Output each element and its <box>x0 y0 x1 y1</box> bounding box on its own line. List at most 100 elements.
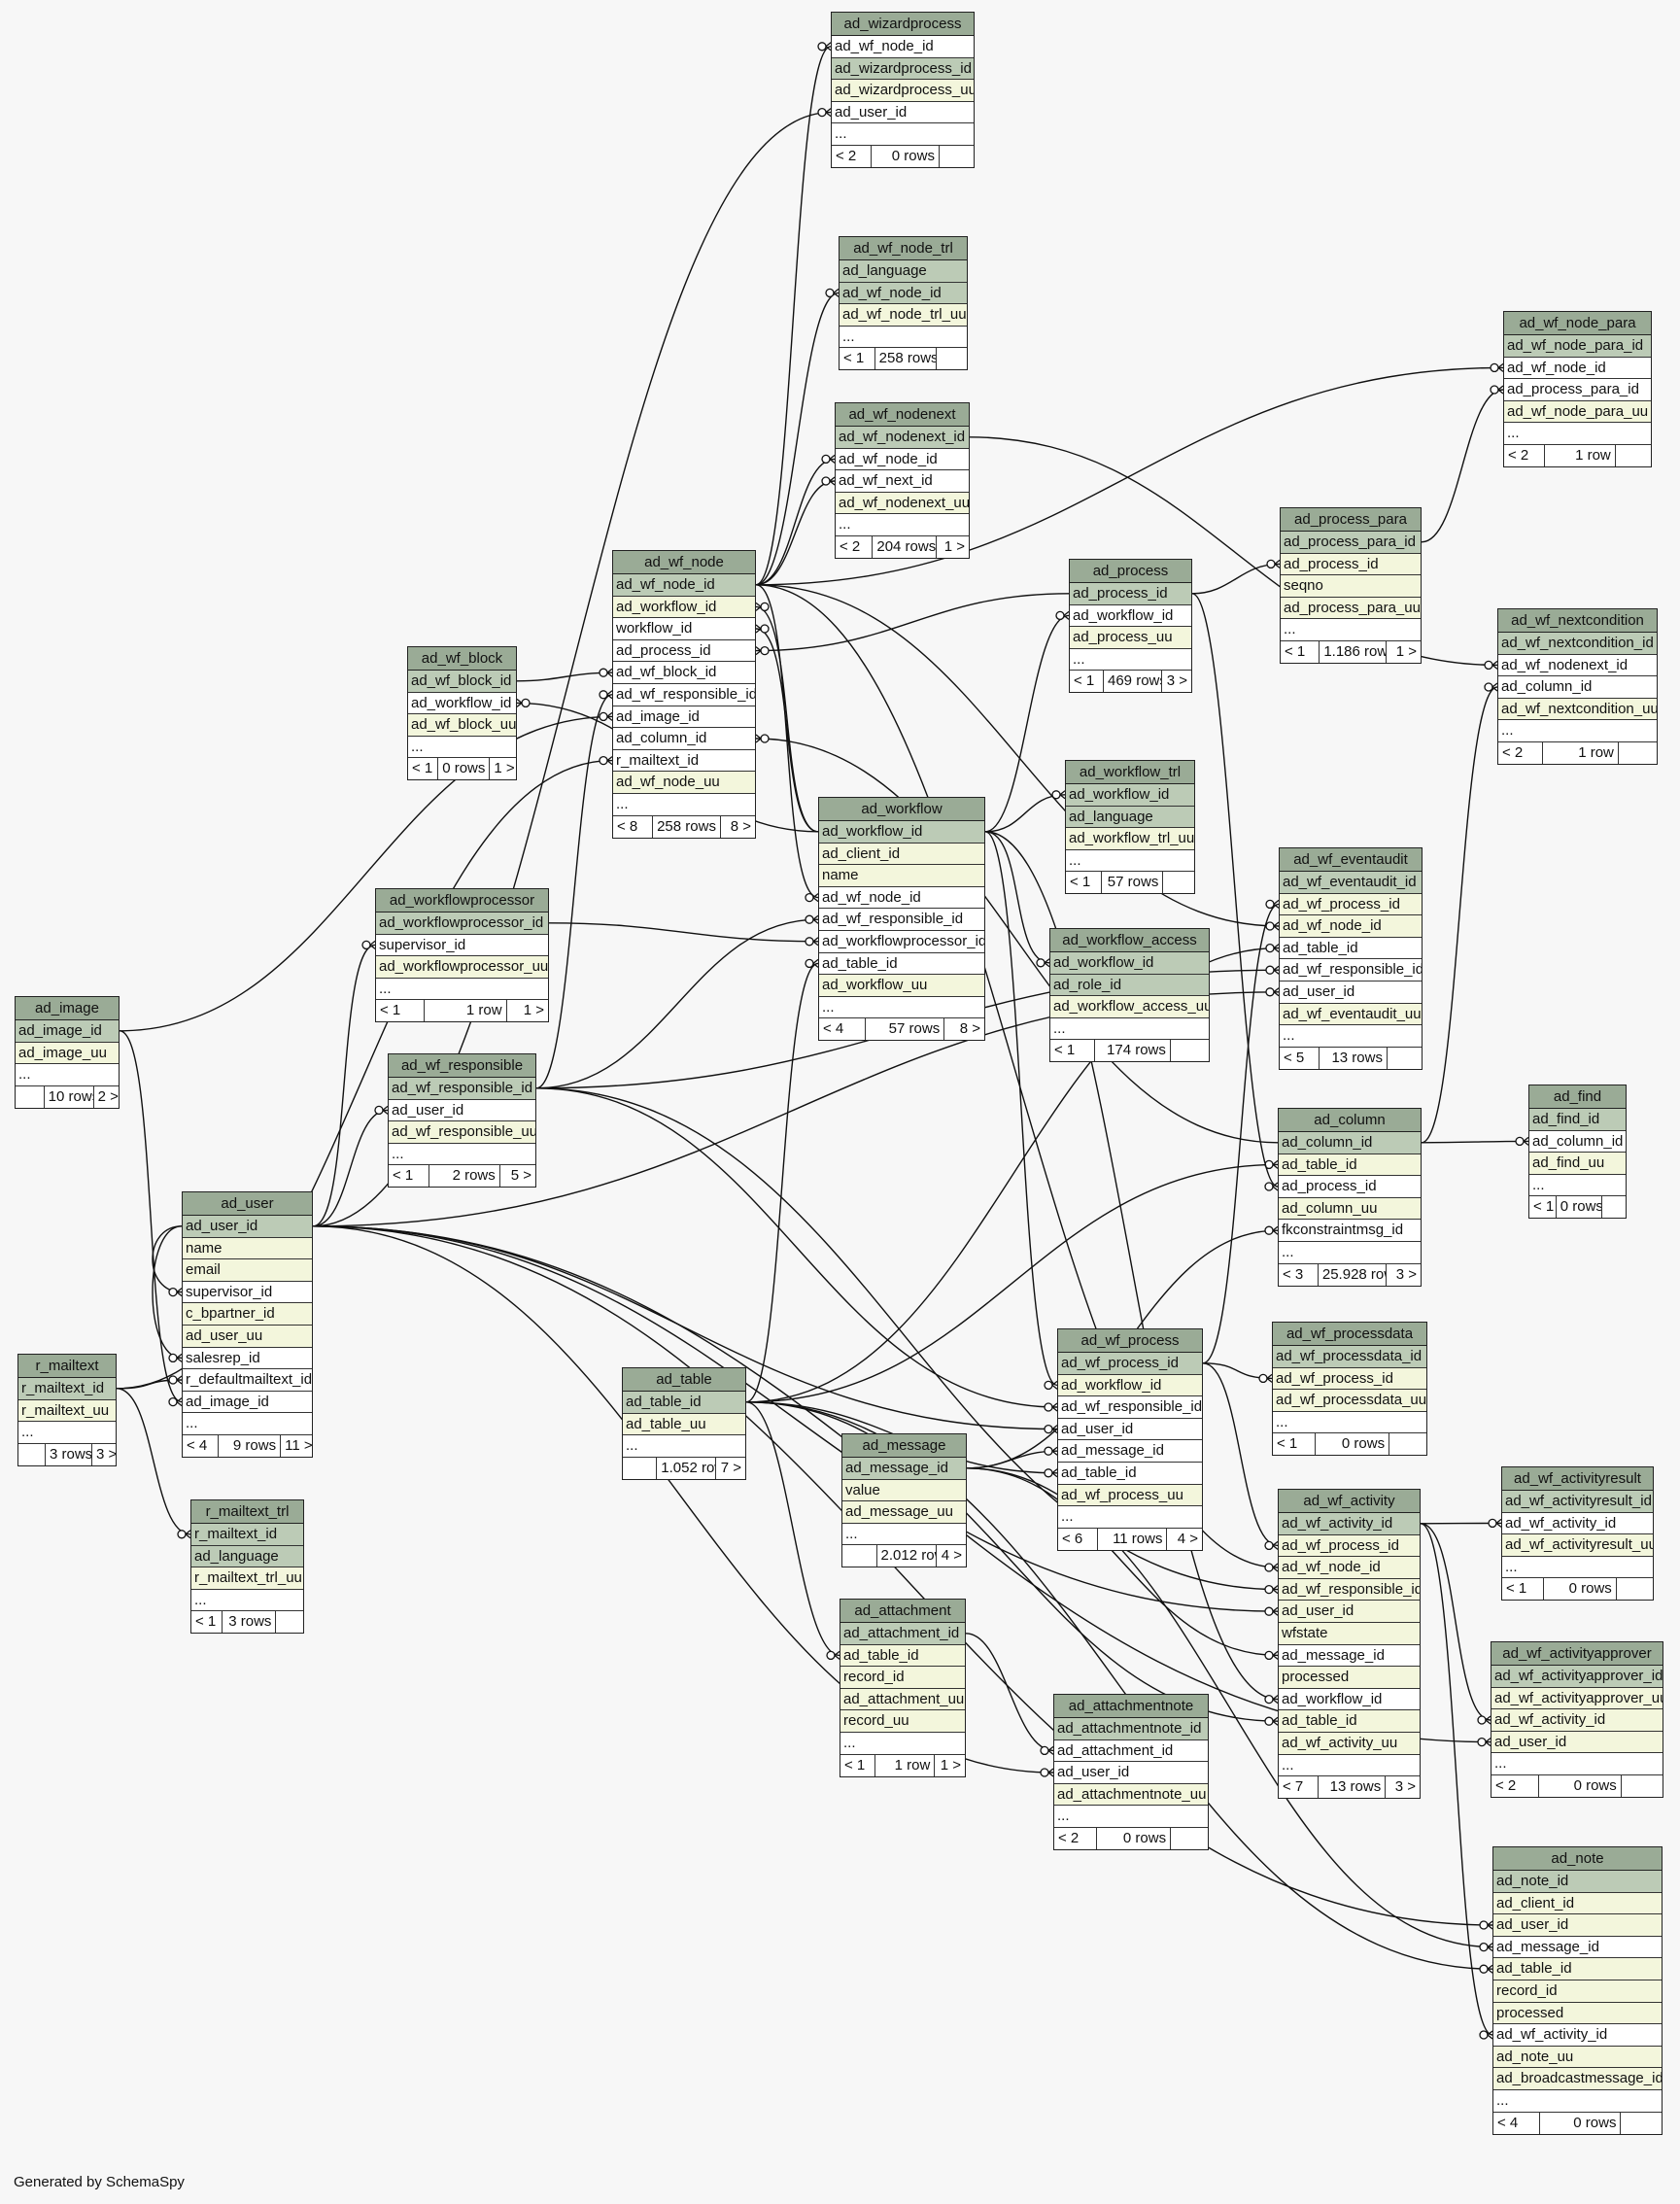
column-row[interactable]: ad_workflowprocessor_id <box>376 913 548 935</box>
column-row[interactable]: ad_wf_responsible_id <box>1280 959 1422 981</box>
column-row[interactable]: ad_image_uu <box>16 1042 119 1065</box>
parent-count[interactable] <box>16 1085 45 1108</box>
column-row[interactable]: record_id <box>1493 1980 1662 2003</box>
table-title[interactable]: ad_process <box>1070 560 1191 583</box>
column-row[interactable]: ad_wf_node_id <box>832 36 974 58</box>
table-title[interactable]: ad_wf_activity <box>1279 1490 1420 1513</box>
column-row[interactable]: ad_wizardprocess_uu <box>832 80 974 102</box>
parent-count[interactable]: < 1 <box>1273 1433 1317 1456</box>
child-count[interactable]: 1 > <box>943 537 965 555</box>
column-row[interactable]: ad_workflow_id <box>1070 604 1191 628</box>
table-title[interactable]: ad_wf_node <box>613 551 755 574</box>
column-row[interactable]: ad_note_uu <box>1493 2046 1662 2069</box>
column-row[interactable]: record_uu <box>840 1710 965 1733</box>
column-row[interactable]: ad_wf_responsible_id <box>819 909 984 931</box>
child-count[interactable] <box>1171 1040 1209 1061</box>
column-row[interactable]: ad_table_id <box>819 952 984 976</box>
column-row[interactable]: ad_workflow_id <box>408 692 516 715</box>
parent-count[interactable]: < 1 <box>1070 671 1104 693</box>
table-title[interactable]: ad_wf_node_para <box>1504 312 1651 335</box>
column-row[interactable]: ad_table_uu <box>623 1413 745 1436</box>
parent-count[interactable]: < 2 <box>836 535 874 558</box>
table-title[interactable]: ad_wizardprocess <box>832 13 974 36</box>
column-row[interactable]: ad_attachment_id <box>1054 1739 1208 1763</box>
column-row[interactable]: ad_user_id <box>1491 1731 1663 1754</box>
parent-count[interactable]: < 2 <box>1054 1827 1098 1849</box>
column-row[interactable]: ad_attachmentnote_uu <box>1054 1783 1208 1807</box>
column-row[interactable]: c_bpartner_id <box>183 1303 312 1326</box>
column-row[interactable]: supervisor_id <box>183 1281 312 1304</box>
column-row[interactable]: ad_user_id <box>1493 1914 1662 1937</box>
column-row[interactable]: ad_workflow_id <box>613 596 755 619</box>
child-count[interactable]: 4 > <box>941 1547 962 1565</box>
table-title[interactable]: ad_user <box>183 1192 312 1216</box>
parent-count[interactable]: < 2 <box>1491 1774 1540 1797</box>
column-row[interactable]: ad_wf_node_trl_uu <box>840 304 967 327</box>
parent-count[interactable]: < 2 <box>1504 444 1546 466</box>
parent-count[interactable]: < 1 <box>408 758 439 780</box>
parent-count[interactable]: < 6 <box>1058 1528 1099 1550</box>
column-row[interactable]: ad_language <box>191 1545 303 1568</box>
parent-count[interactable]: < 1 <box>840 1754 875 1776</box>
table-title[interactable]: ad_workflowprocessor <box>376 889 548 913</box>
parent-count[interactable]: < 1 <box>1050 1040 1095 1062</box>
column-row[interactable]: ad_wf_responsible_id <box>1279 1578 1420 1601</box>
parent-count[interactable]: < 4 <box>819 1018 866 1041</box>
column-row[interactable]: ad_image_id <box>613 706 755 729</box>
parent-count[interactable]: < 1 <box>1529 1196 1557 1219</box>
column-row[interactable]: r_defaultmailtext_id <box>183 1369 312 1392</box>
column-row[interactable]: ad_process_id <box>1070 583 1191 605</box>
column-row[interactable]: r_mailtext_id <box>613 749 755 773</box>
parent-count[interactable]: < 1 <box>191 1611 223 1634</box>
column-row[interactable]: ad_note_id <box>1493 1871 1662 1893</box>
column-row[interactable]: ad_workflow_id <box>1279 1688 1420 1711</box>
column-row[interactable]: ad_wf_responsible_id <box>1058 1396 1202 1419</box>
column-row[interactable]: workflow_id <box>613 618 755 640</box>
column-row[interactable]: ad_wf_activityapprover_uu <box>1491 1687 1663 1710</box>
parent-count[interactable]: < 1 <box>1502 1578 1545 1601</box>
column-row[interactable]: ad_table_id <box>1493 1958 1662 1980</box>
column-row[interactable]: ad_table_id <box>623 1392 745 1414</box>
table-title[interactable]: ad_wf_processdata <box>1273 1323 1426 1346</box>
column-row[interactable]: ad_wf_process_id <box>1273 1367 1426 1391</box>
column-row[interactable]: ad_wizardprocess_id <box>832 57 974 81</box>
column-row[interactable]: value <box>842 1479 966 1502</box>
column-row[interactable]: ad_workflow_id <box>1066 784 1194 807</box>
column-row[interactable]: ad_workflow_id <box>1058 1374 1202 1397</box>
column-row[interactable]: ad_wf_processdata_uu <box>1273 1390 1426 1412</box>
column-row[interactable]: ad_wf_node_id <box>1280 915 1422 938</box>
column-row[interactable]: ad_table_id <box>1058 1462 1202 1485</box>
column-row[interactable]: ad_wf_nodenext_id <box>836 427 969 449</box>
column-row[interactable]: ad_column_id <box>613 728 755 750</box>
parent-count[interactable]: < 5 <box>1280 1047 1320 1069</box>
table-title[interactable]: ad_column <box>1279 1109 1421 1132</box>
table-title[interactable]: ad_process_para <box>1281 508 1421 532</box>
column-row[interactable]: ad_process_id <box>1281 553 1421 576</box>
parent-count[interactable]: < 1 <box>389 1165 430 1188</box>
column-row[interactable]: ad_wf_block_id <box>408 671 516 693</box>
column-row[interactable]: ad_attachment_id <box>840 1623 965 1645</box>
column-row[interactable]: processed <box>1279 1667 1420 1689</box>
parent-count[interactable]: < 1 <box>840 348 875 370</box>
column-row[interactable]: ad_wf_eventaudit_id <box>1280 872 1422 894</box>
column-row[interactable]: wfstate <box>1279 1622 1420 1645</box>
parent-count[interactable] <box>623 1457 658 1479</box>
column-row[interactable]: name <box>819 865 984 887</box>
column-row[interactable]: ad_wf_node_id <box>840 282 967 305</box>
column-row[interactable]: ad_wf_activity_id <box>1279 1513 1420 1535</box>
column-row[interactable]: record_id <box>840 1667 965 1689</box>
column-row[interactable]: ad_wf_activity_id <box>1491 1709 1663 1732</box>
table-title[interactable]: ad_message <box>842 1434 966 1458</box>
